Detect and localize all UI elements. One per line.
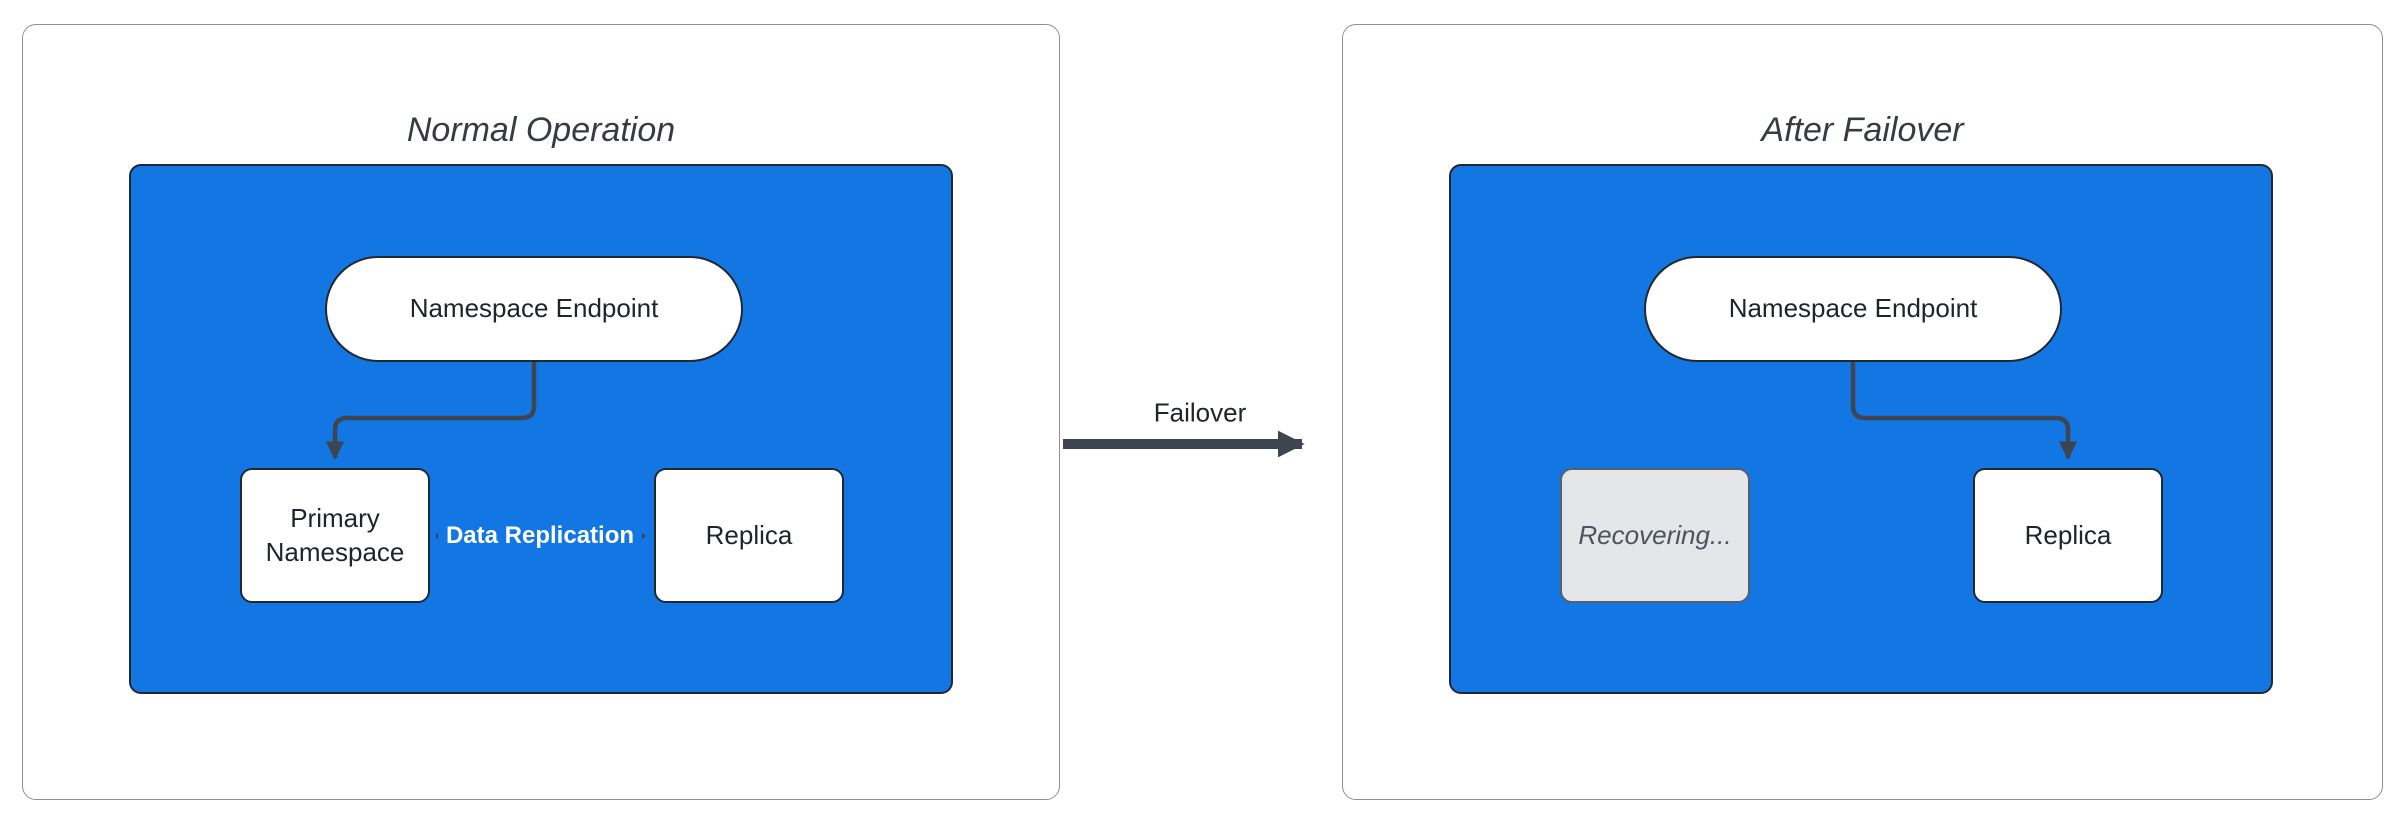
primary-namespace-label: Primary Namespace — [266, 502, 405, 570]
primary-namespace-node: Primary Namespace — [240, 468, 430, 603]
normal-operation-title: Normal Operation — [406, 111, 676, 149]
data-replication-edge-label: Data Replication — [437, 518, 643, 554]
failover-edge-label: Failover — [1147, 395, 1253, 431]
replica-node-left: Replica — [654, 468, 844, 603]
recovering-node: Recovering... — [1560, 468, 1750, 603]
replica-label-left: Replica — [705, 519, 793, 550]
replica-node-right: Replica — [1973, 468, 2163, 603]
namespace-endpoint-node-right: Namespace Endpoint — [1644, 256, 2062, 362]
namespace-endpoint-node-left: Namespace Endpoint — [325, 256, 743, 362]
namespace-endpoint-label-left: Namespace Endpoint — [409, 293, 659, 324]
normal-operation-cluster-container — [129, 164, 953, 694]
primary-namespace-label-line2: Namespace — [265, 536, 405, 567]
recovering-label: Recovering... — [1578, 519, 1732, 550]
namespace-endpoint-label-right: Namespace Endpoint — [1728, 293, 1978, 324]
after-failover-title: After Failover — [1761, 111, 1964, 149]
primary-namespace-label-line1: Primary — [290, 502, 380, 533]
replica-label-right: Replica — [2024, 519, 2112, 550]
after-failover-cluster-container — [1449, 164, 2273, 694]
